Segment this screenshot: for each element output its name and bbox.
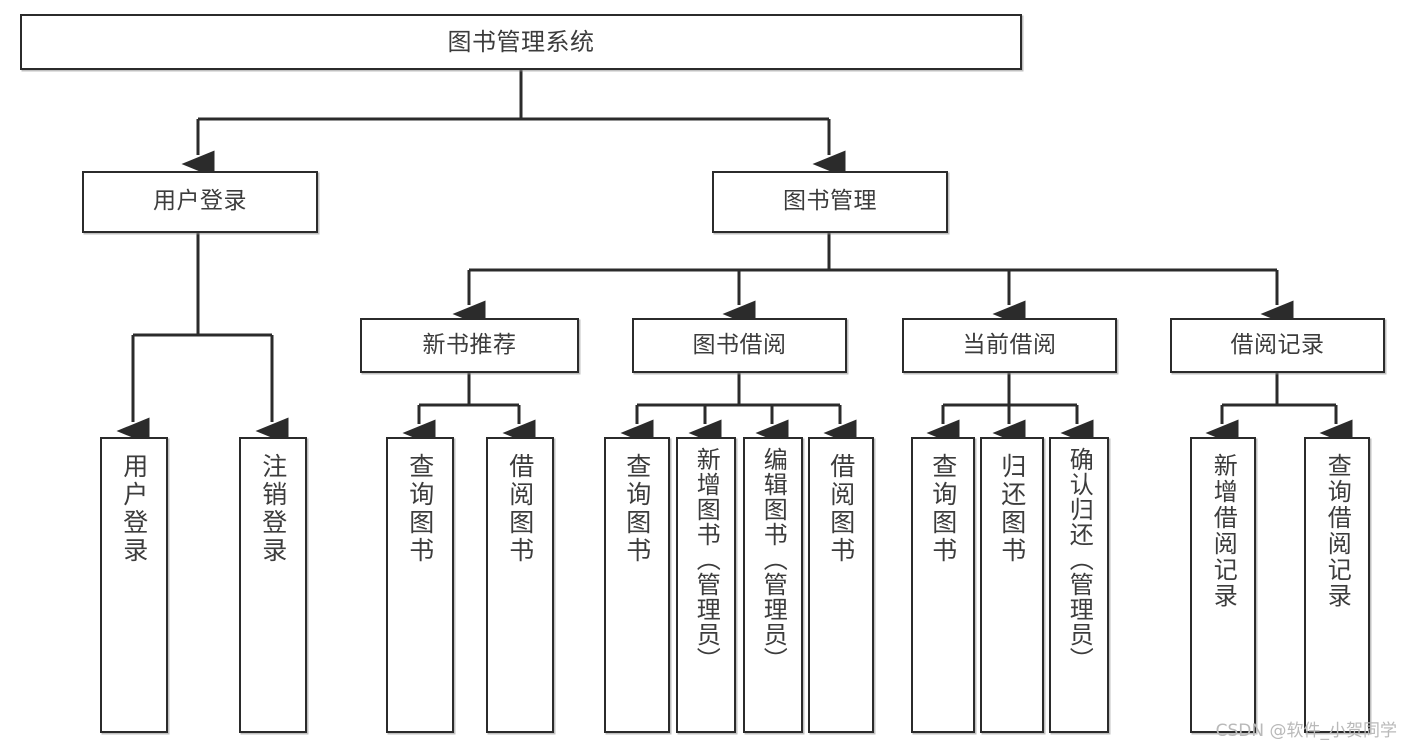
leaf-user-login[interactable]: 用户登录	[100, 437, 168, 733]
leaf-query-borrow-record-label: 查询借阅记录	[1323, 453, 1352, 609]
leaf-add-borrow-record[interactable]: 新增借阅记录	[1190, 437, 1256, 733]
leaf-user-login-label: 用户登录	[119, 453, 149, 565]
leaf-add-book-admin-label: 新增图书（管理员）	[692, 447, 721, 672]
node-borrowing-records-label: 借阅记录	[1230, 331, 1325, 358]
leaf-logout-label: 注销登录	[258, 453, 288, 565]
leaf-query-books-current-label: 查询图书	[928, 453, 958, 565]
leaf-query-books-borrow-label: 查询图书	[622, 453, 652, 565]
leaf-add-book-admin[interactable]: 新增图书（管理员）	[676, 437, 736, 733]
leaf-query-books-new[interactable]: 查询图书	[386, 437, 454, 733]
node-root-label: 图书管理系统	[447, 27, 595, 56]
node-user-login-label: 用户登录	[153, 188, 247, 215]
node-borrowing-records[interactable]: 借阅记录	[1170, 318, 1385, 373]
leaf-return-books[interactable]: 归还图书	[980, 437, 1044, 733]
node-book-borrowing-label: 图书借阅	[692, 331, 787, 358]
leaf-add-borrow-record-label: 新增借阅记录	[1209, 453, 1238, 609]
node-current-borrowing[interactable]: 当前借阅	[902, 318, 1117, 373]
csdn-watermark: CSDN @软件_小贺同学	[1215, 721, 1397, 741]
leaf-borrow-books-new[interactable]: 借阅图书	[486, 437, 554, 733]
leaf-query-books-borrow[interactable]: 查询图书	[604, 437, 670, 733]
node-book-borrowing[interactable]: 图书借阅	[632, 318, 847, 373]
leaf-borrow-books-borrow-label: 借阅图书	[826, 453, 856, 565]
node-current-borrowing-label: 当前借阅	[962, 331, 1057, 358]
node-book-management-label: 图书管理	[783, 188, 877, 215]
node-new-book-recommendation-label: 新书推荐	[422, 331, 517, 358]
leaf-edit-book-admin-label: 编辑图书（管理员）	[759, 447, 788, 672]
leaf-logout[interactable]: 注销登录	[239, 437, 307, 733]
node-user-login[interactable]: 用户登录	[82, 171, 318, 233]
leaf-return-books-label: 归还图书	[997, 453, 1027, 565]
leaf-borrow-books-borrow[interactable]: 借阅图书	[808, 437, 874, 733]
node-book-management[interactable]: 图书管理	[712, 171, 948, 233]
leaf-query-borrow-record[interactable]: 查询借阅记录	[1304, 437, 1370, 733]
leaf-borrow-books-new-label: 借阅图书	[505, 453, 535, 565]
leaf-query-books-current[interactable]: 查询图书	[911, 437, 975, 733]
node-root-book-management-system[interactable]: 图书管理系统	[20, 14, 1022, 70]
leaf-query-books-new-label: 查询图书	[405, 453, 435, 565]
leaf-edit-book-admin[interactable]: 编辑图书（管理员）	[743, 437, 803, 733]
leaf-confirm-return-admin[interactable]: 确认归还（管理员）	[1049, 437, 1109, 733]
node-new-book-recommendation[interactable]: 新书推荐	[360, 318, 579, 373]
leaf-confirm-return-admin-label: 确认归还（管理员）	[1065, 447, 1094, 672]
